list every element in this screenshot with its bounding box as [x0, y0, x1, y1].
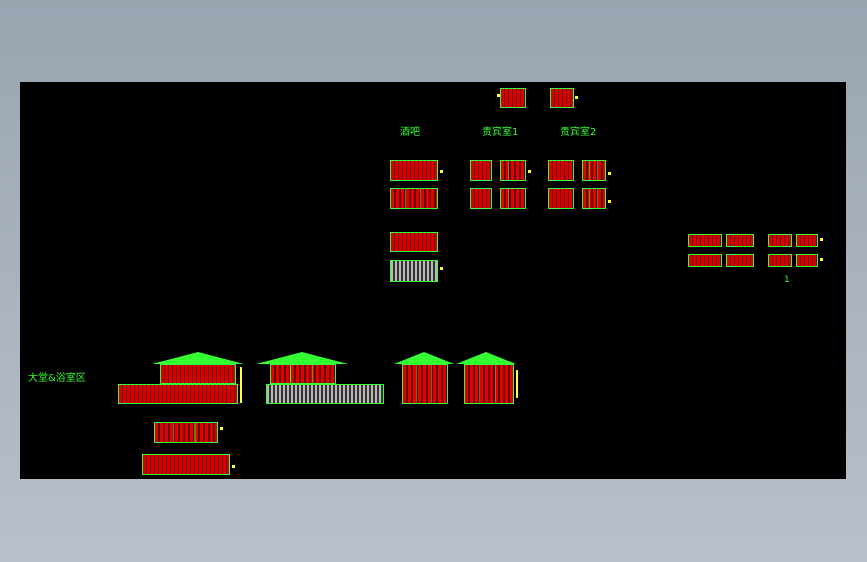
guest-room-2-elevation-4: [582, 188, 606, 209]
dimension-mark: [820, 238, 823, 241]
drawing-sheet-top-1: [500, 88, 526, 108]
guest-room-2-elevation-1: [548, 160, 574, 181]
dimension-mark: [220, 427, 223, 430]
bottom-detail-2: [142, 454, 230, 475]
dimension-mark: [232, 465, 235, 468]
right-detail-6: [726, 254, 754, 267]
right-detail-3: [768, 234, 792, 247]
building-elevation-1-upper: [160, 364, 236, 384]
guest-room-2-elevation-2: [582, 160, 606, 181]
building-elevation-4: [464, 364, 514, 404]
guest-room-1-elevation-4: [500, 188, 526, 209]
drawing-sheet-top-2: [550, 88, 574, 108]
guest-room-1-elevation-1: [470, 160, 492, 181]
dimension-mark: [440, 170, 443, 173]
guest-room-2-elevation-3: [548, 188, 574, 209]
dimension-mark: [820, 258, 823, 261]
dimension-mark: [497, 94, 500, 97]
building-elevation-1-lower: [118, 384, 238, 404]
dimension-mark: [608, 200, 611, 203]
bar-elevation-1: [390, 160, 438, 181]
label-small-mark: 1: [784, 275, 790, 285]
right-detail-1: [688, 234, 722, 247]
building-elevation-2-lower: [266, 384, 384, 404]
dimension-mark: [528, 170, 531, 173]
roof-elevation-3: [394, 352, 454, 364]
right-detail-4: [796, 234, 818, 247]
roof-elevation-1: [152, 352, 244, 364]
cad-drawing-canvas[interactable]: 酒吧 贵宾室1 贵宾室2 1 大堂&浴室区: [20, 82, 846, 479]
roof-elevation-4: [456, 352, 516, 364]
roof-elevation-2: [256, 352, 348, 364]
dimension-mark: [516, 370, 518, 398]
dimension-mark: [608, 172, 611, 175]
label-guest-room-2: 贵宾室2: [560, 127, 597, 138]
bottom-detail-1: [154, 422, 218, 443]
label-bar: 酒吧: [400, 127, 420, 138]
building-elevation-2-upper: [270, 364, 336, 384]
right-detail-8: [796, 254, 818, 267]
right-detail-5: [688, 254, 722, 267]
dimension-mark: [240, 367, 242, 403]
bar-elevation-4: [390, 260, 438, 282]
label-lobby-bath: 大堂&浴室区: [28, 373, 86, 384]
dimension-mark: [440, 267, 443, 270]
right-detail-2: [726, 234, 754, 247]
guest-room-1-elevation-2: [500, 160, 526, 181]
dimension-mark: [575, 96, 578, 99]
bar-elevation-3: [390, 232, 438, 252]
label-guest-room-1: 贵宾室1: [482, 127, 519, 138]
bar-elevation-2: [390, 188, 438, 209]
building-elevation-3: [402, 364, 448, 404]
guest-room-1-elevation-3: [470, 188, 492, 209]
right-detail-7: [768, 254, 792, 267]
